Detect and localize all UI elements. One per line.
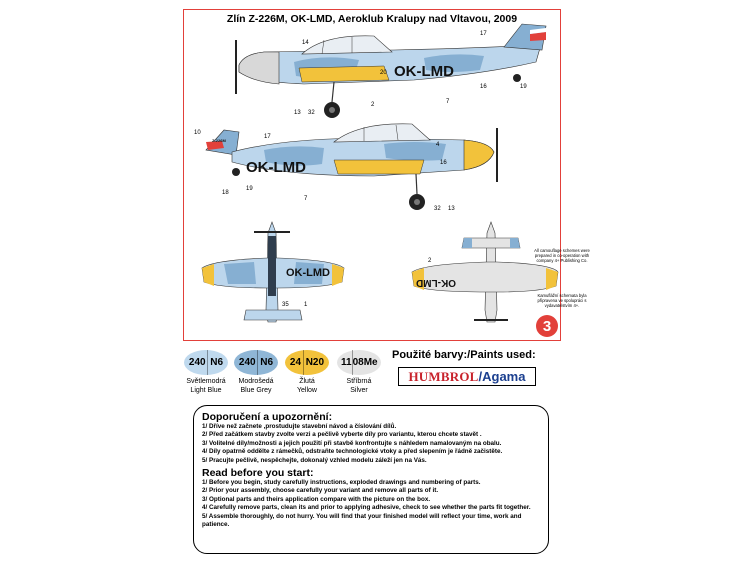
instruction-en-5: 5/ Assemble thoroughly, do not hurry. Yo… — [202, 512, 522, 529]
side-view-right-registration: OK-LMD — [246, 159, 306, 176]
instructions-title-en: Read before you start: — [202, 467, 314, 480]
svg-text:16: 16 — [480, 84, 487, 90]
bottom-view: OK-LMD 2 — [411, 221, 559, 323]
svg-text:32: 32 — [434, 206, 441, 212]
side-view-registration: OK-LMD — [394, 63, 454, 80]
svg-text:1: 1 — [304, 302, 308, 308]
svg-text:14: 14 — [302, 40, 309, 46]
instructions-title-cz: Doporučení a upozornění: — [202, 411, 333, 423]
side-view-left: OK-LMD 14 17 20 16 19 7 2 13 32 — [235, 23, 547, 118]
svg-text:13: 13 — [448, 206, 455, 212]
instruction-en-4: 4/ Carefully remove parts, clean its and… — [202, 504, 531, 512]
svg-text:Z-226M: Z-226M — [212, 138, 226, 143]
camouflage-sheet: Zlín Z-226M, OK-LMD, Aeroklub Kralupy na… — [183, 9, 590, 341]
svg-text:7: 7 — [446, 99, 450, 105]
svg-text:2: 2 — [428, 258, 432, 264]
aircraft-drawings: OK-LMD 14 17 20 16 19 7 2 13 32 — [194, 23, 559, 323]
bottom-view-registration: OK-LMD — [416, 277, 456, 288]
instruction-cz-4: 4/ Díly opatrně oddělte z rámečků, odstr… — [202, 448, 503, 456]
svg-text:13: 13 — [294, 110, 301, 116]
top-view-registration: OK-LMD — [286, 267, 330, 279]
top-view: OK-LMD 35 1 — [201, 221, 345, 323]
svg-text:20: 20 — [380, 70, 387, 76]
paints-used-heading: Použité barvy:/Paints used: — [392, 349, 536, 361]
camouflage-note-en: All camouflage schemes were prepared in … — [534, 248, 590, 263]
svg-text:7: 7 — [304, 196, 308, 202]
side-view-right: OK-LMD Z-226M 10 17 4 16 7 18 19 32 13 — [194, 123, 498, 212]
instruction-cz-1: 1/ Dříve než začnete ,prostudujte staveb… — [202, 423, 397, 430]
svg-text:10: 10 — [194, 130, 201, 136]
instruction-en-1: 1/ Before you begin, study carefully ins… — [202, 479, 481, 487]
instruction-cz-5: 5/ Pracujte pečlivě, nespěchejte, dokona… — [202, 456, 427, 464]
svg-text:32: 32 — [308, 110, 315, 116]
agama-brand: /Agama — [478, 369, 526, 384]
sheet-title: Zlín Z-226M, OK-LMD, Aeroklub Kralupy na… — [226, 13, 518, 25]
svg-text:18: 18 — [222, 190, 229, 196]
svg-text:35: 35 — [282, 302, 289, 308]
instruction-en-3: 3/ Optional parts and theirs application… — [202, 495, 431, 503]
svg-text:19: 19 — [246, 186, 253, 192]
instruction-en-2: 2/ Prior your assembly, choose carefully… — [202, 487, 439, 495]
svg-text:19: 19 — [520, 84, 527, 90]
svg-text:17: 17 — [264, 134, 271, 140]
paint-brands: HUMBROL/Agama — [398, 367, 536, 386]
instruction-cz-2: 2/ Před začátkem stavby zvolte verzi a p… — [202, 431, 482, 439]
svg-text:17: 17 — [480, 31, 487, 37]
camouflage-note-cz: Kamuflážní schemata byla připravena ve s… — [537, 293, 587, 308]
svg-text:2: 2 — [371, 102, 375, 108]
instruction-cz-3: 3/ Volitelné díly/možnosti a jejich použ… — [202, 439, 502, 447]
svg-text:16: 16 — [440, 160, 447, 166]
humbrol-brand: HUMBROL — [408, 368, 479, 384]
page-number-badge: 3 — [536, 315, 558, 337]
svg-text:4: 4 — [436, 142, 440, 148]
instructions-box: Doporučení a upozornění: 1/ Dříve než za… — [193, 405, 549, 554]
